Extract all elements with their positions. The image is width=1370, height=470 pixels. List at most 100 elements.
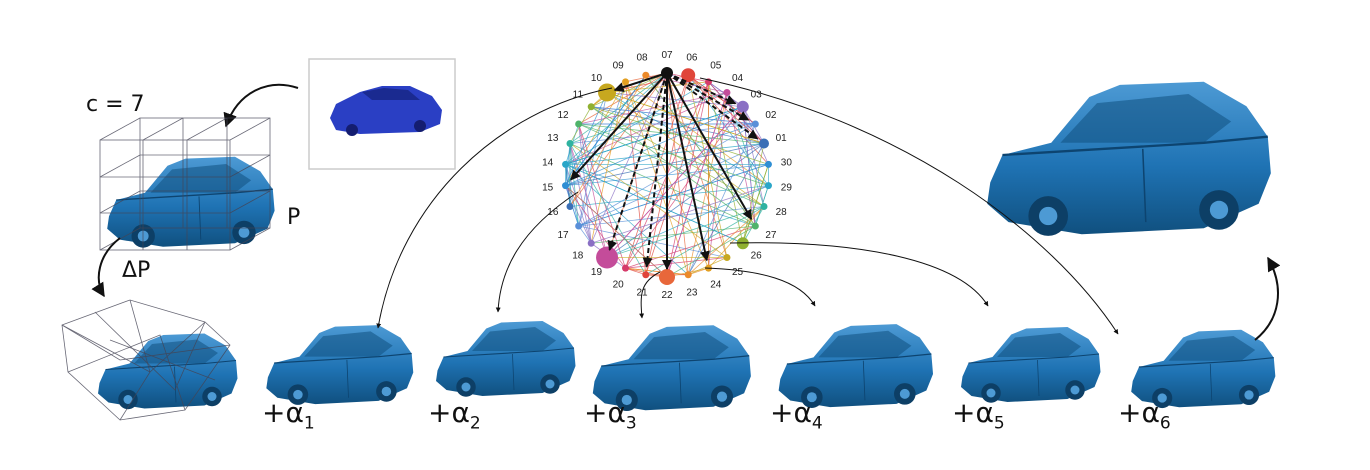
graph-edge bbox=[578, 163, 769, 227]
graph-node-label: 22 bbox=[661, 290, 673, 301]
graph-node bbox=[622, 264, 630, 272]
graph-edge bbox=[569, 75, 647, 207]
graph-node bbox=[587, 103, 595, 111]
graph-dashed-arrow bbox=[607, 72, 668, 251]
graph-node-label: 24 bbox=[710, 280, 722, 291]
graph-edge bbox=[666, 225, 756, 278]
graph-edge bbox=[666, 92, 728, 278]
graph-node bbox=[736, 100, 749, 113]
alpha-5-label: +α5 bbox=[952, 396, 1005, 434]
graph-solid-arrow bbox=[666, 72, 710, 262]
graph-node-label: 17 bbox=[558, 230, 570, 241]
graph-edge bbox=[565, 81, 709, 165]
delta-p-label: ΔP bbox=[122, 258, 151, 283]
graph-edge bbox=[606, 92, 765, 144]
graph-node-label: 29 bbox=[781, 183, 793, 194]
graph-node-label: 12 bbox=[558, 110, 570, 121]
graph-node bbox=[587, 239, 595, 247]
graph-node-label: 09 bbox=[613, 60, 625, 71]
graph-edge bbox=[606, 106, 744, 258]
graph-edge bbox=[625, 267, 689, 276]
arrow-deform bbox=[91, 237, 121, 298]
graph-edge bbox=[591, 106, 756, 125]
graph-node bbox=[562, 160, 570, 168]
graph-edge bbox=[687, 123, 756, 275]
graph-edge bbox=[625, 81, 769, 186]
graph-edge bbox=[578, 123, 592, 244]
alpha-1-label: +α1 bbox=[262, 396, 315, 434]
graph-node-label: 07 bbox=[661, 50, 673, 61]
graph-solid-arrow bbox=[666, 72, 753, 220]
alpha-6-label: +α6 bbox=[1118, 396, 1171, 434]
graph-edge bbox=[578, 225, 592, 244]
graph-edge bbox=[708, 92, 728, 269]
graph-edge bbox=[742, 143, 765, 244]
graph-edge bbox=[590, 72, 668, 244]
graph-edge bbox=[578, 72, 668, 125]
graph-node bbox=[751, 120, 759, 128]
final-car bbox=[985, 80, 1273, 238]
graph-node-label: 06 bbox=[686, 53, 698, 64]
graph-node-label: 01 bbox=[776, 133, 788, 144]
graph-edge bbox=[687, 75, 728, 258]
graph-node bbox=[642, 271, 650, 279]
input-image bbox=[308, 58, 456, 170]
alpha-3-label: +α3 bbox=[584, 396, 637, 434]
graph-edge bbox=[666, 72, 728, 258]
graph-edge bbox=[565, 143, 765, 165]
graph-node bbox=[566, 203, 574, 211]
graph-edge bbox=[569, 72, 668, 144]
graph-edge bbox=[742, 164, 769, 244]
graph-dashed-arrow bbox=[666, 72, 737, 105]
graph-edge bbox=[569, 185, 769, 207]
graph-node-label: 13 bbox=[547, 133, 559, 144]
arrow-image-to-lattice bbox=[223, 83, 299, 128]
alpha-4-label: +α4 bbox=[770, 396, 823, 434]
graph-node bbox=[566, 139, 574, 147]
graph-edge bbox=[565, 123, 756, 187]
graph-edge bbox=[565, 164, 580, 227]
graph-edge bbox=[578, 81, 626, 227]
graph-node-label: 08 bbox=[636, 53, 648, 64]
graph-node-label: 10 bbox=[591, 73, 603, 84]
graph-dashed-arrow bbox=[666, 72, 759, 140]
graph-solid-arrow bbox=[570, 72, 668, 181]
graph-node bbox=[684, 271, 692, 279]
alpha-2-label: +α2 bbox=[428, 396, 481, 434]
graph-edge bbox=[708, 81, 744, 244]
graph-node-label: 05 bbox=[710, 60, 722, 71]
graph-edge bbox=[666, 81, 709, 278]
lattice-car bbox=[99, 117, 276, 251]
graph-node bbox=[764, 182, 772, 190]
graph-node bbox=[723, 88, 731, 96]
lattice-p-label: P bbox=[287, 205, 301, 230]
graph-node-label: 18 bbox=[572, 250, 584, 261]
graph-dashed-arrow bbox=[642, 72, 668, 268]
graph-node bbox=[596, 246, 619, 269]
graph-node bbox=[642, 71, 650, 79]
graph-node-label: 04 bbox=[732, 73, 744, 84]
graph-edge bbox=[565, 92, 728, 165]
deformed-car bbox=[61, 299, 239, 421]
graph-node-label: 20 bbox=[613, 280, 625, 291]
graph-node-label: 26 bbox=[751, 250, 763, 261]
car-variant-2 bbox=[435, 320, 577, 398]
graph-node-label: 11 bbox=[573, 90, 584, 101]
graph-node bbox=[681, 68, 696, 83]
graph-edge bbox=[606, 185, 769, 258]
graph-node bbox=[751, 222, 759, 230]
graph-node bbox=[575, 120, 583, 128]
graph-node-label: 23 bbox=[686, 287, 698, 298]
graph-node bbox=[575, 222, 583, 230]
graph-node bbox=[562, 182, 570, 190]
graph-node-label: 30 bbox=[781, 157, 793, 168]
graph-node bbox=[598, 83, 617, 102]
graph-node-label: 19 bbox=[591, 267, 603, 278]
graph-edge bbox=[565, 106, 743, 165]
car-variant-1 bbox=[265, 324, 414, 406]
graph-node bbox=[764, 160, 772, 168]
graph-edge bbox=[590, 106, 756, 227]
graph-node-label: 02 bbox=[765, 110, 777, 121]
